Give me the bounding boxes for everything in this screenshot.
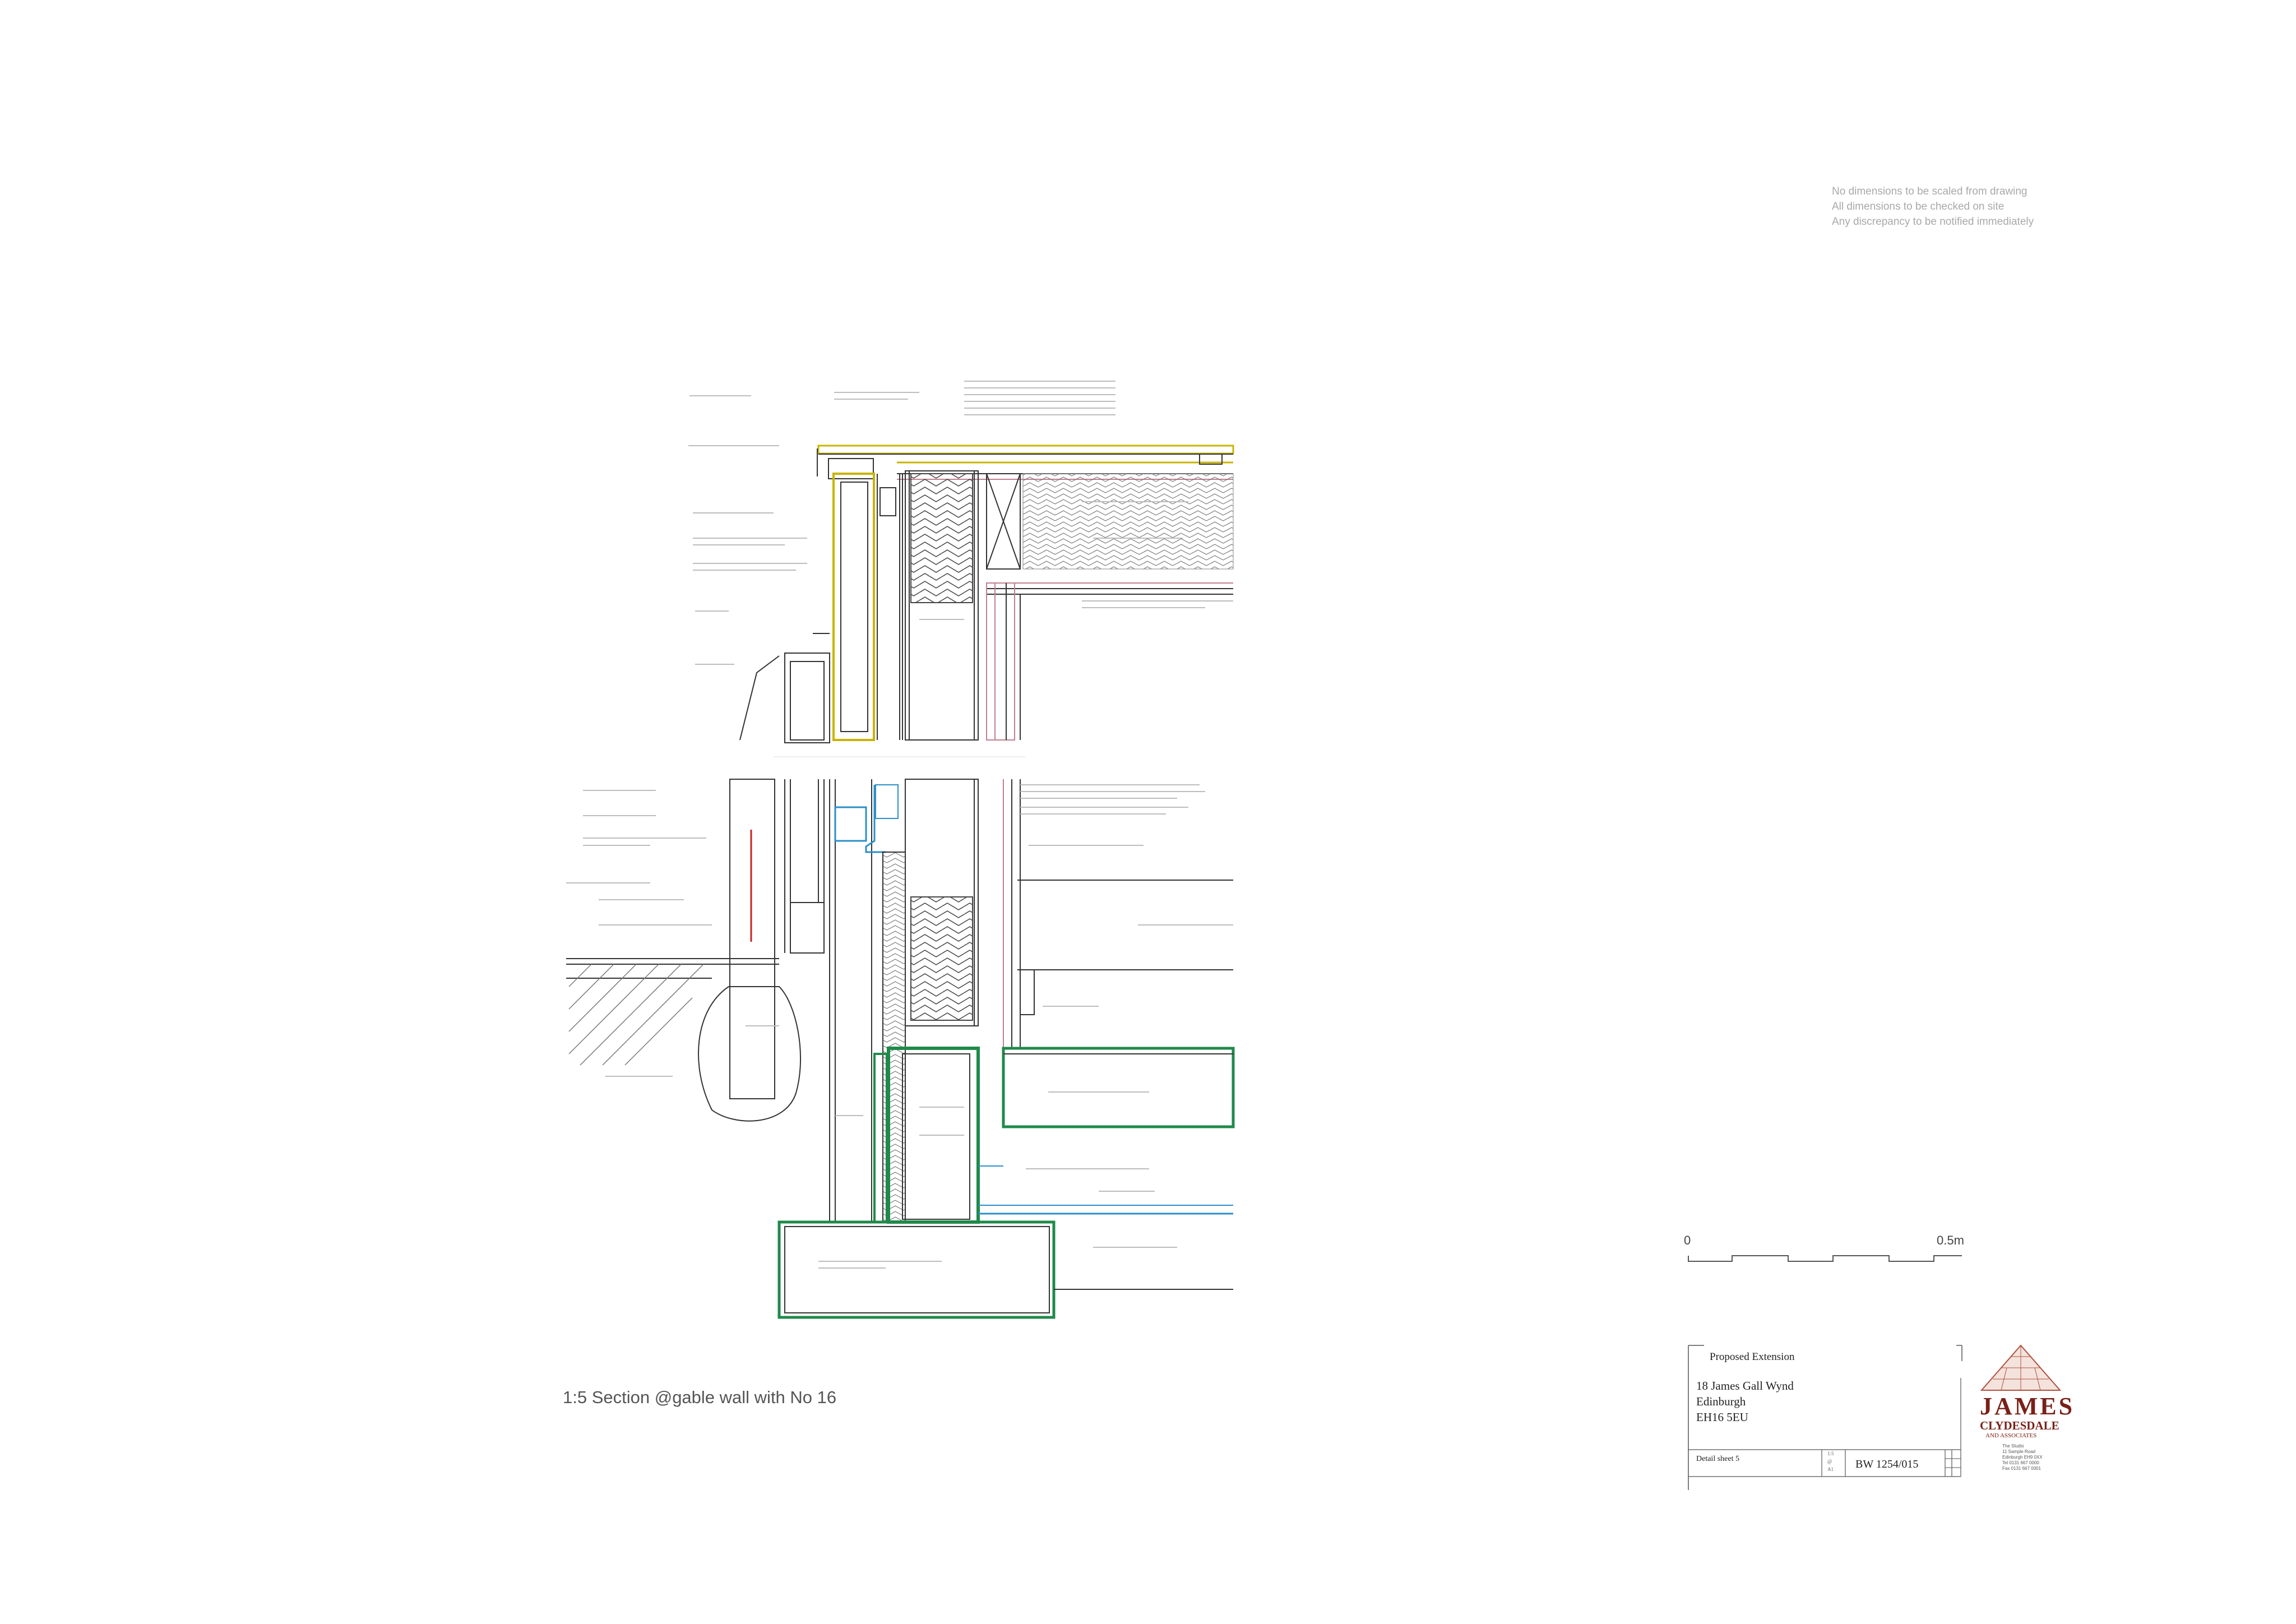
logo-name: JAMES — [1980, 1392, 2075, 1420]
scale-bar-graphic — [1688, 1255, 1962, 1262]
address-line: 18 James Gall Wynd — [1696, 1379, 1794, 1392]
annotation-leaders — [566, 381, 1233, 1269]
scale-box: A1 — [1827, 1466, 1834, 1472]
company-logo: JAMES CLYDESDALE AND ASSOCIATES The Stud… — [1968, 1343, 2074, 1488]
scale-start-label: 0 — [1684, 1233, 1691, 1247]
title-block: Proposed Extension 18 James Gall Wynd Ed… — [1687, 1344, 1968, 1490]
address-line: EH16 5EU — [1696, 1410, 1748, 1424]
note-line: All dimensions to be checked on site — [1832, 201, 2005, 212]
section-title: 1:5 Section @gable wall with No 16 — [563, 1387, 837, 1407]
roof-eaves-detail — [739, 445, 1234, 743]
note-line: Any discrepancy to be notified immediate… — [1832, 216, 2034, 228]
sheet-label: Detail sheet 5 — [1696, 1455, 1739, 1463]
logo-line3: AND ASSOCIATES — [1985, 1432, 2037, 1439]
logo-pyramid-icon — [1980, 1344, 2062, 1391]
logo-line2: CLYDESDALE — [1980, 1419, 2059, 1432]
scale-end-label: 0.5m — [1937, 1233, 1964, 1247]
project-title: Proposed Extension — [1710, 1351, 1795, 1363]
scale-box: @ — [1827, 1459, 1832, 1464]
scale-bar: 0 0.5m — [1684, 1233, 1968, 1273]
note-line: No dimensions to be scaled from drawing — [1832, 186, 2027, 197]
general-notes: No dimensions to be scaled from drawing … — [1832, 184, 2034, 229]
drawing-number: BW 1254/015 — [1855, 1458, 1919, 1470]
title-block-frame — [1688, 1345, 1962, 1490]
scale-box: 1:5 — [1827, 1451, 1834, 1456]
address-line: Edinburgh — [1696, 1395, 1746, 1408]
logo-contact: The Studio 11 Sample Road Edinburgh EH9 … — [2002, 1443, 2043, 1471]
wall-foundation-detail — [566, 756, 1235, 1319]
